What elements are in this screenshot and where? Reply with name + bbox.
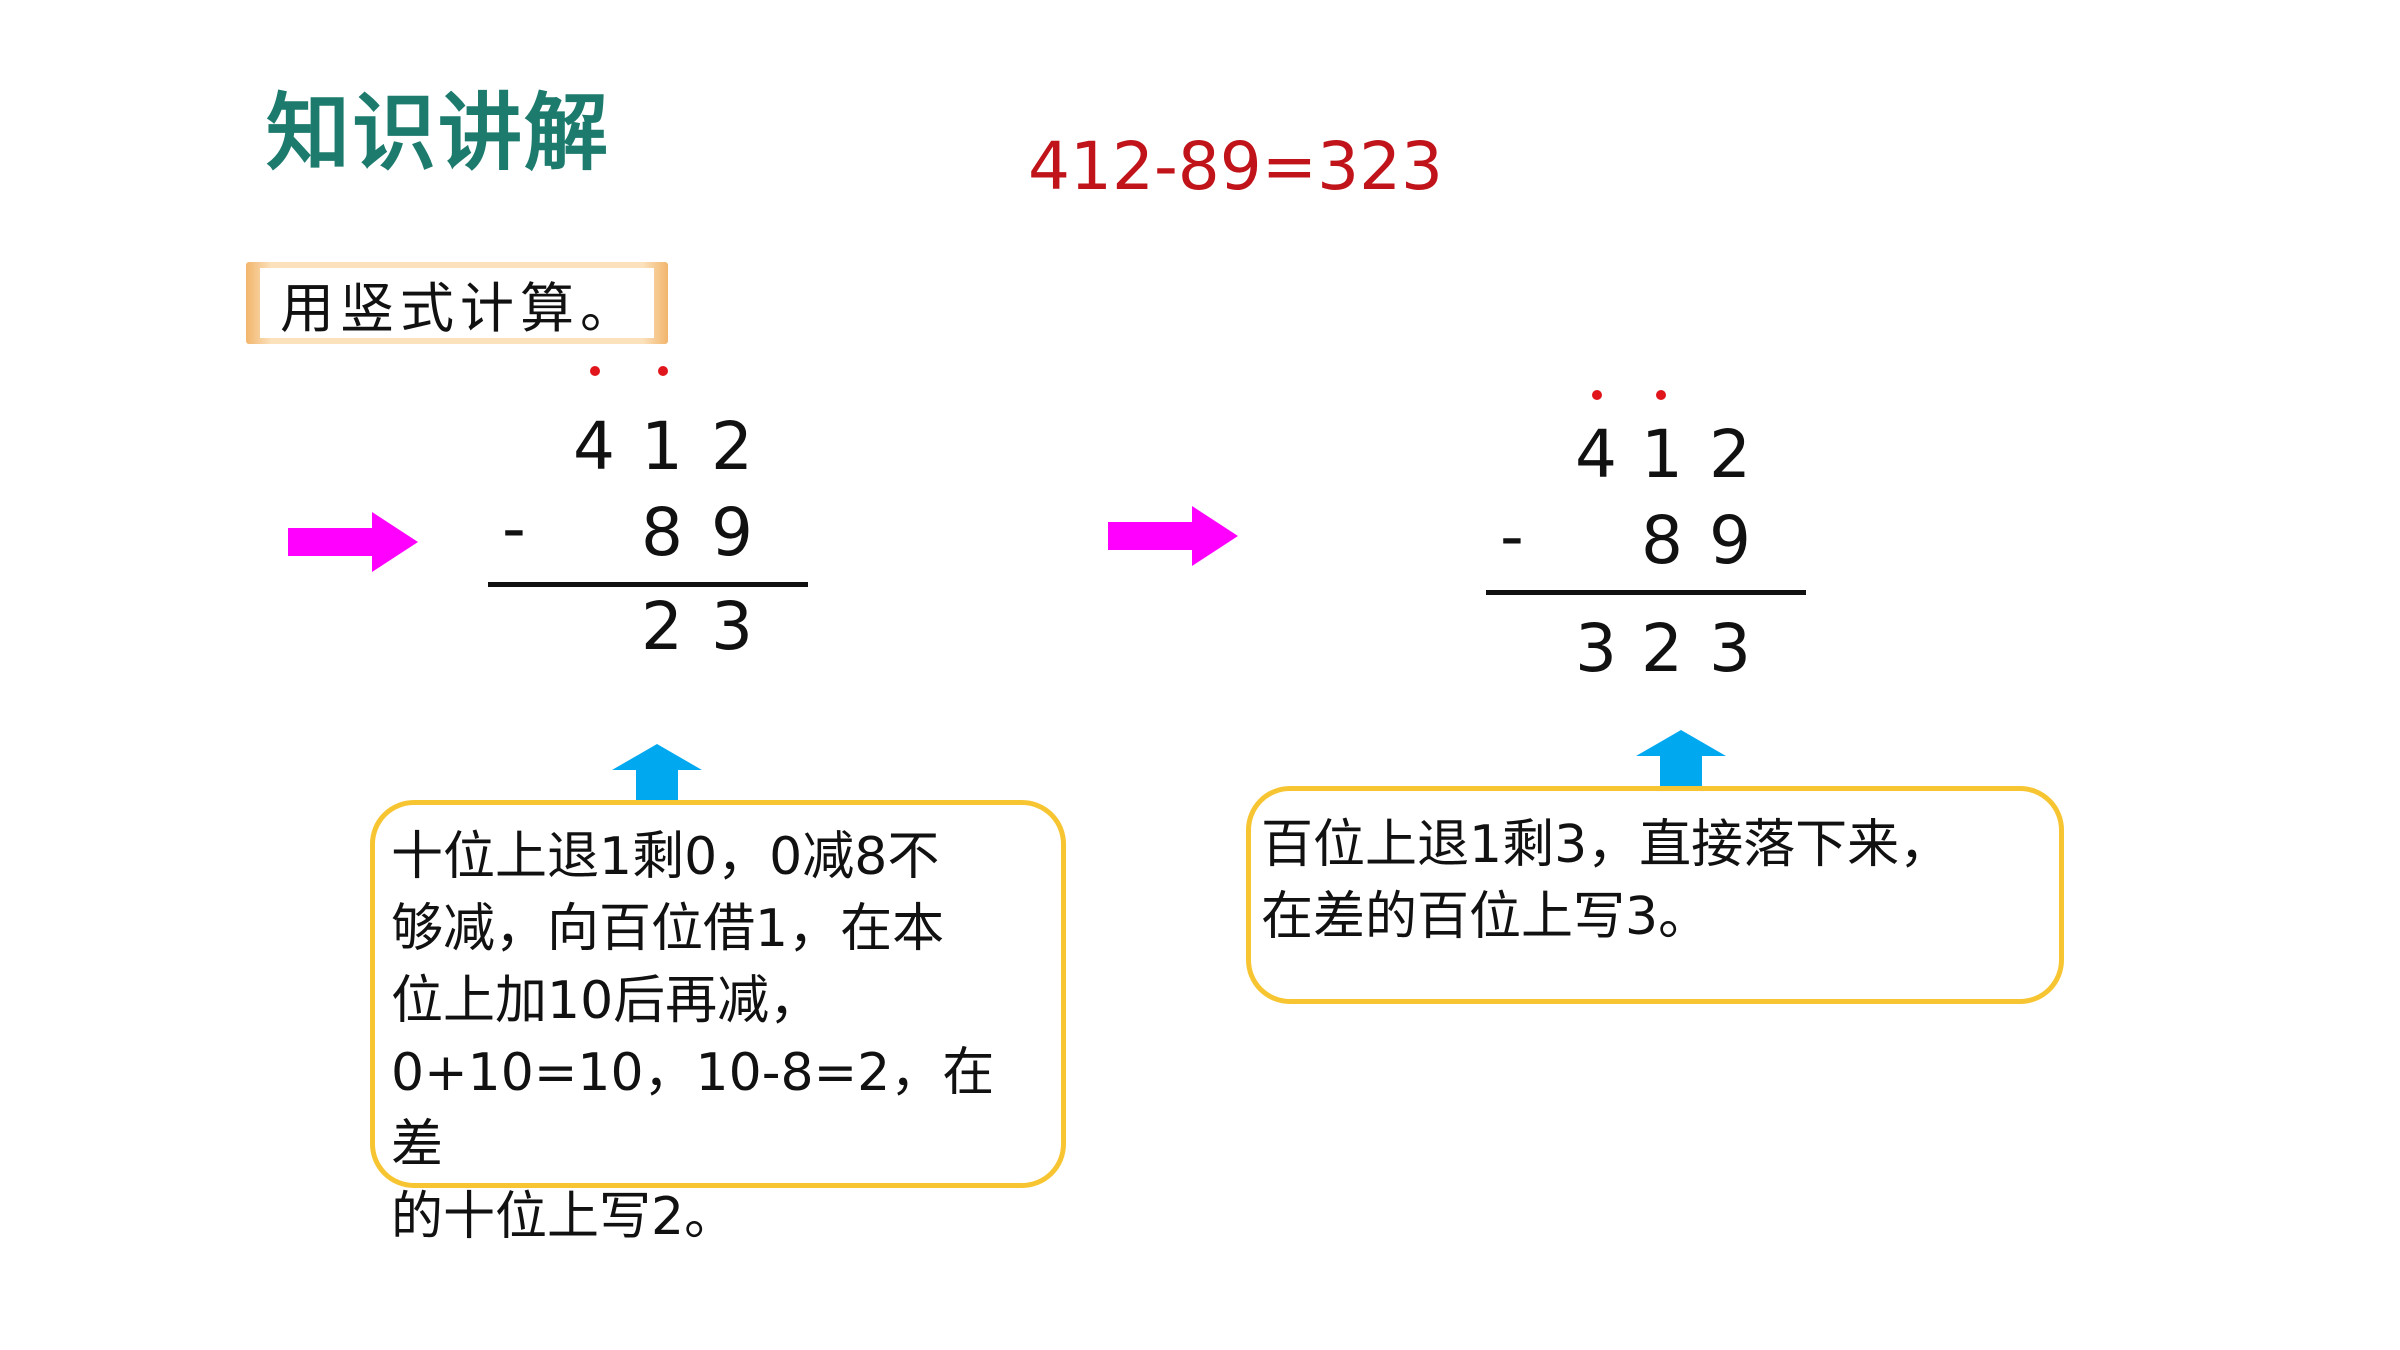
minuend-digit-ones: 2: [1709, 416, 1751, 493]
borrow-dot: [1656, 390, 1666, 400]
right-arrow-icon: [288, 512, 418, 572]
subtrahend-digit-tens: 8: [641, 494, 683, 571]
explanation-line: 十位上退1剩0，0减8不: [391, 827, 940, 887]
explanation-line: 在差的百位上写3。: [1261, 887, 1711, 947]
right-explanation-bubble: 百位上退1剩3，直接落下来， 在差的百位上写3。: [1246, 786, 2064, 1004]
explanation-line: 0+10=10，10-8=2，在差: [391, 1043, 995, 1175]
borrow-dot: [590, 366, 600, 376]
minus-sign: -: [502, 490, 526, 567]
up-arrow-icon: [612, 744, 702, 804]
explanation-line: 位上加10后再减，: [391, 971, 822, 1031]
subtrahend-digit-ones: 9: [711, 494, 753, 571]
borrow-dot: [1592, 390, 1602, 400]
section-heading: 知识讲解: [266, 84, 611, 182]
right-arrow-icon: [1108, 506, 1238, 566]
borrow-dot: [658, 366, 668, 376]
left-vertical-calculation: 4 1 2 - 8 9 2 3: [480, 360, 820, 660]
up-arrow-icon: [1636, 730, 1726, 790]
explanation-line: 够减，向百位借1，在本: [391, 899, 945, 959]
left-explanation-bubble: 十位上退1剩0，0减8不 够减，向百位借1，在本 位上加10后再减， 0+10=…: [370, 800, 1066, 1247]
result-digit-ones: 3: [711, 588, 753, 665]
task-banner: 用竖式计算。: [246, 262, 668, 344]
explanation-line: 百位上退1剩3，直接落下来，: [1261, 815, 1952, 875]
minuend-digit-tens: 1: [1641, 416, 1683, 493]
subtrahend-digit-tens: 8: [1641, 502, 1683, 579]
result-digit-tens: 2: [1641, 610, 1683, 687]
minus-sign: -: [1500, 498, 1524, 575]
explanation-line: 的十位上写2。: [391, 1187, 737, 1247]
equation: 412-89=323: [1028, 128, 1444, 205]
calc-rule: [488, 582, 808, 587]
minuend-digit-ones: 2: [711, 408, 753, 485]
task-banner-label: 用竖式计算。: [260, 268, 654, 340]
result-digit-tens: 2: [641, 588, 683, 665]
minuend-digit-hundreds: 4: [1575, 416, 1617, 493]
result-digit-hundreds: 3: [1575, 610, 1617, 687]
minuend-digit-hundreds: 4: [573, 408, 615, 485]
right-vertical-calculation: 4 1 2 - 8 9 3 2 3: [1480, 380, 1820, 687]
minuend-digit-tens: 1: [641, 408, 683, 485]
subtrahend-digit-ones: 9: [1709, 502, 1751, 579]
calc-rule: [1486, 590, 1806, 595]
result-digit-ones: 3: [1709, 610, 1751, 687]
